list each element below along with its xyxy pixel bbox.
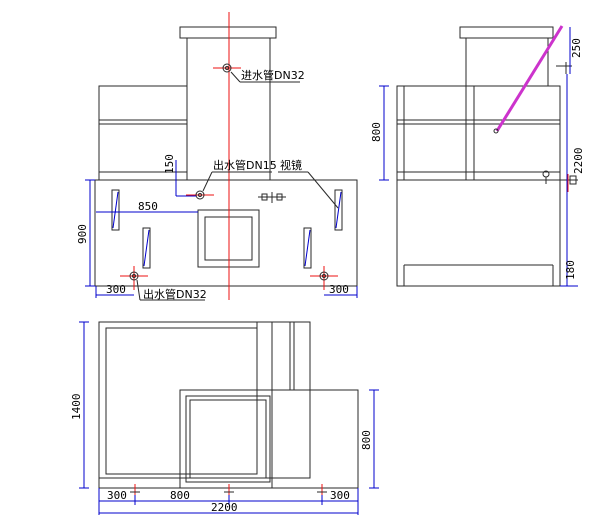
dim-180: 180 [564, 260, 577, 280]
outlet-dn32-right-marker [310, 266, 338, 290]
label-outlet-dn15: 出水管DN15 [213, 158, 277, 172]
label-inlet: 进水管DN32 [241, 68, 305, 82]
dim-300-left: 300 [106, 283, 126, 296]
top-inner-box [179, 389, 359, 489]
sight-glass-3 [303, 227, 312, 269]
side-cap [459, 26, 554, 39]
side-view: 250 800 2200 180 [370, 25, 585, 287]
dim-800-top-bottom: 800 [170, 489, 190, 502]
outlet-dn32-left-marker [120, 266, 205, 301]
side-tank-body [396, 179, 561, 287]
label-outlet-dn32: 出水管DN32 [143, 287, 207, 301]
dim-850: 850 [138, 200, 158, 213]
dim-800-top-right: 800 [360, 430, 373, 450]
dim-300-right: 300 [329, 283, 349, 296]
side-diagonal-rod [495, 25, 564, 132]
dim-150: 150 [163, 154, 176, 174]
dim-900: 900 [76, 224, 89, 244]
top-access-window [185, 395, 271, 483]
front-tank-body [94, 179, 358, 287]
dim-2200-side: 2200 [572, 148, 585, 175]
sight-glass-2 [142, 227, 151, 269]
side-upper-frame [396, 85, 561, 181]
valve-symbol [258, 192, 286, 203]
dim-1400: 1400 [70, 394, 83, 421]
side-chimney [465, 37, 549, 87]
dim-300-top-right: 300 [330, 489, 350, 502]
dim-300-top-left: 300 [107, 489, 127, 502]
front-chimney-cap [179, 26, 277, 39]
dim-2200-top: 2200 [211, 501, 238, 514]
dim-800-side: 800 [370, 122, 383, 142]
sight-glass-4 [334, 189, 343, 231]
dim-250: 250 [570, 38, 583, 58]
outlet-dn15-marker [186, 171, 272, 200]
sight-glass-1 [111, 189, 120, 231]
inlet-pipe-marker [213, 63, 300, 83]
top-view: 1400 800 300 800 300 2200 [70, 321, 379, 515]
label-sight-glass: 视镜 [280, 158, 302, 172]
front-view: 进水管DN32 出水管DN15 视镜 出水管DN32 [76, 12, 358, 301]
